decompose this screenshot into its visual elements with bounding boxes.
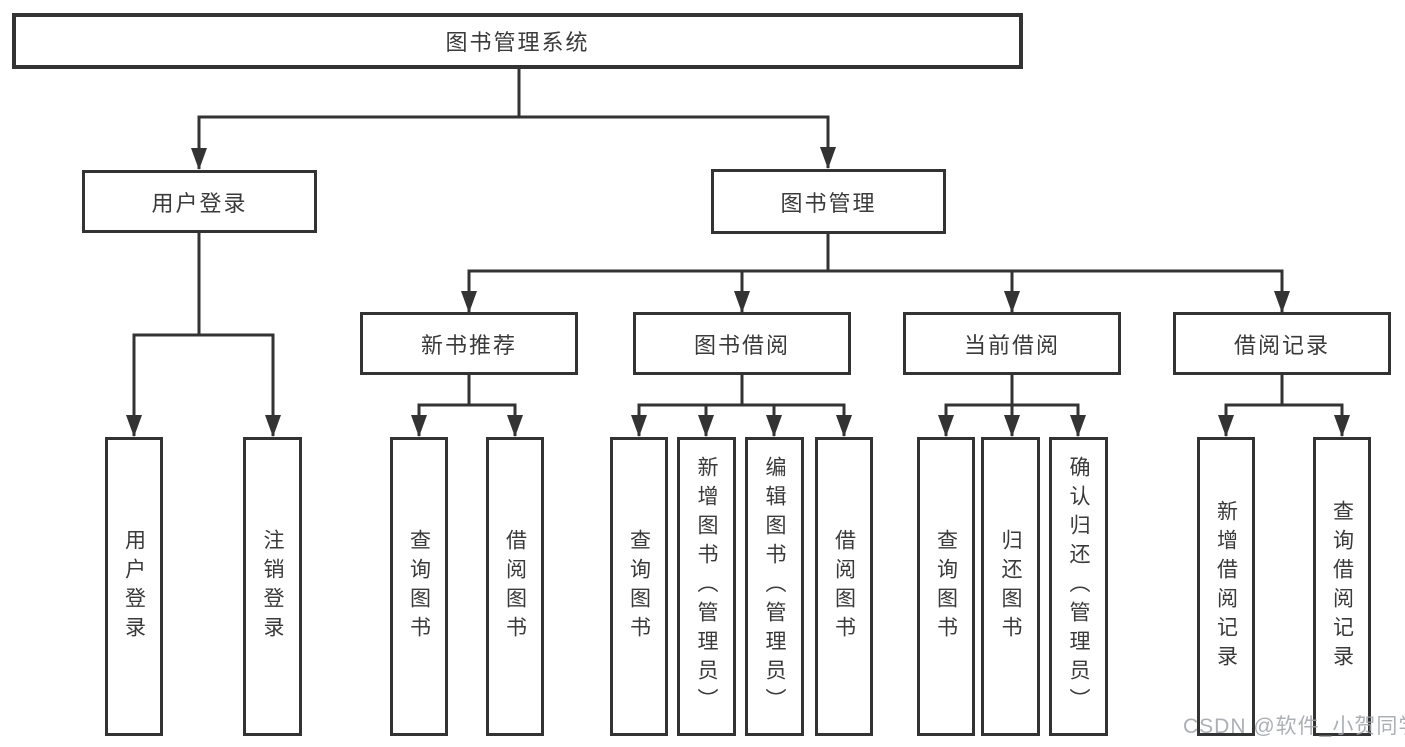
leaf-recommend-borrow-books: 借阅图书 [486,437,544,736]
node-new-book-recommend: 新书推荐 [360,312,578,375]
leaf-current-confirm-return-admin: 确认归还（管理员） [1049,437,1108,736]
connector-root-to-level2 [191,68,836,170]
csdn-watermark: CSDN @软件_小贺同学 [1183,715,1405,738]
leaf-records-add-record: 新增借阅记录 [1197,437,1255,736]
node-user-login-branch: 用户登录 [82,170,317,233]
node-book-management-branch: 图书管理 [711,169,946,234]
leaf-borrow-query-books: 查询图书 [610,437,668,736]
leaf-logout: 注销登录 [243,437,302,736]
leaf-current-return-books: 归还图书 [981,437,1040,736]
connector-records-to-leaves [1218,375,1350,437]
leaf-user-login: 用户登录 [105,437,163,736]
node-book-borrowing: 图书借阅 [633,312,851,375]
connector-userlogin-to-leaves [126,233,281,437]
leaf-borrow-edit-books-admin: 编辑图书（管理员） [745,437,804,736]
leaf-borrow-borrow-books: 借阅图书 [815,437,873,736]
connector-current-to-leaves [938,375,1086,437]
leaf-records-query-record: 查询借阅记录 [1313,437,1371,736]
connector-recommend-to-leaves [411,375,523,437]
connector-bookmgmt-to-level3 [461,234,1290,313]
node-borrowing-records: 借阅记录 [1173,312,1391,375]
node-library-management-system: 图书管理系统 [12,13,1023,69]
node-current-borrowing: 当前借阅 [903,312,1121,375]
leaf-current-query-books: 查询图书 [917,437,975,736]
leaf-recommend-query-books: 查询图书 [390,437,448,736]
leaf-borrow-add-books-admin: 新增图书（管理员） [677,437,736,736]
connector-borrowing-to-leaves [631,375,852,437]
